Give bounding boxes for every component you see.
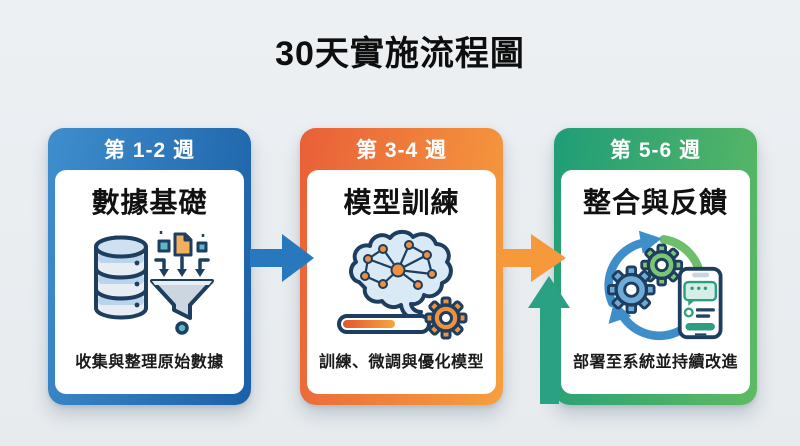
- phase-title: 整合與反饋: [582, 187, 728, 218]
- integration-feedback-icon: [586, 227, 726, 341]
- brain-training-icon: [334, 227, 470, 341]
- page-title: 30天實施流程圖: [275, 35, 525, 73]
- phase-week-label: 第 1-2 週: [103, 139, 196, 162]
- phase-caption: 收集與整理原始數據: [75, 354, 224, 371]
- database-funnel-icon: [80, 227, 220, 341]
- phase-week-label: 第 3-4 週: [355, 139, 448, 162]
- phase-caption: 訓練、微調與優化模型: [318, 354, 484, 371]
- phase-card-weeks-3-4: 第 3-4 週 模型訓練: [300, 128, 503, 405]
- phase-caption: 部署至系統並持續改進: [572, 354, 738, 371]
- phase-title: 模型訓練: [343, 187, 460, 218]
- phase-title: 數據基礎: [91, 187, 208, 218]
- phase-card-weeks-5-6: 第 5-6 週 整合與反饋: [554, 128, 757, 405]
- phase-card-weeks-1-2: 第 1-2 週 數據基礎: [48, 128, 251, 405]
- phase-week-label: 第 5-6 週: [609, 139, 702, 162]
